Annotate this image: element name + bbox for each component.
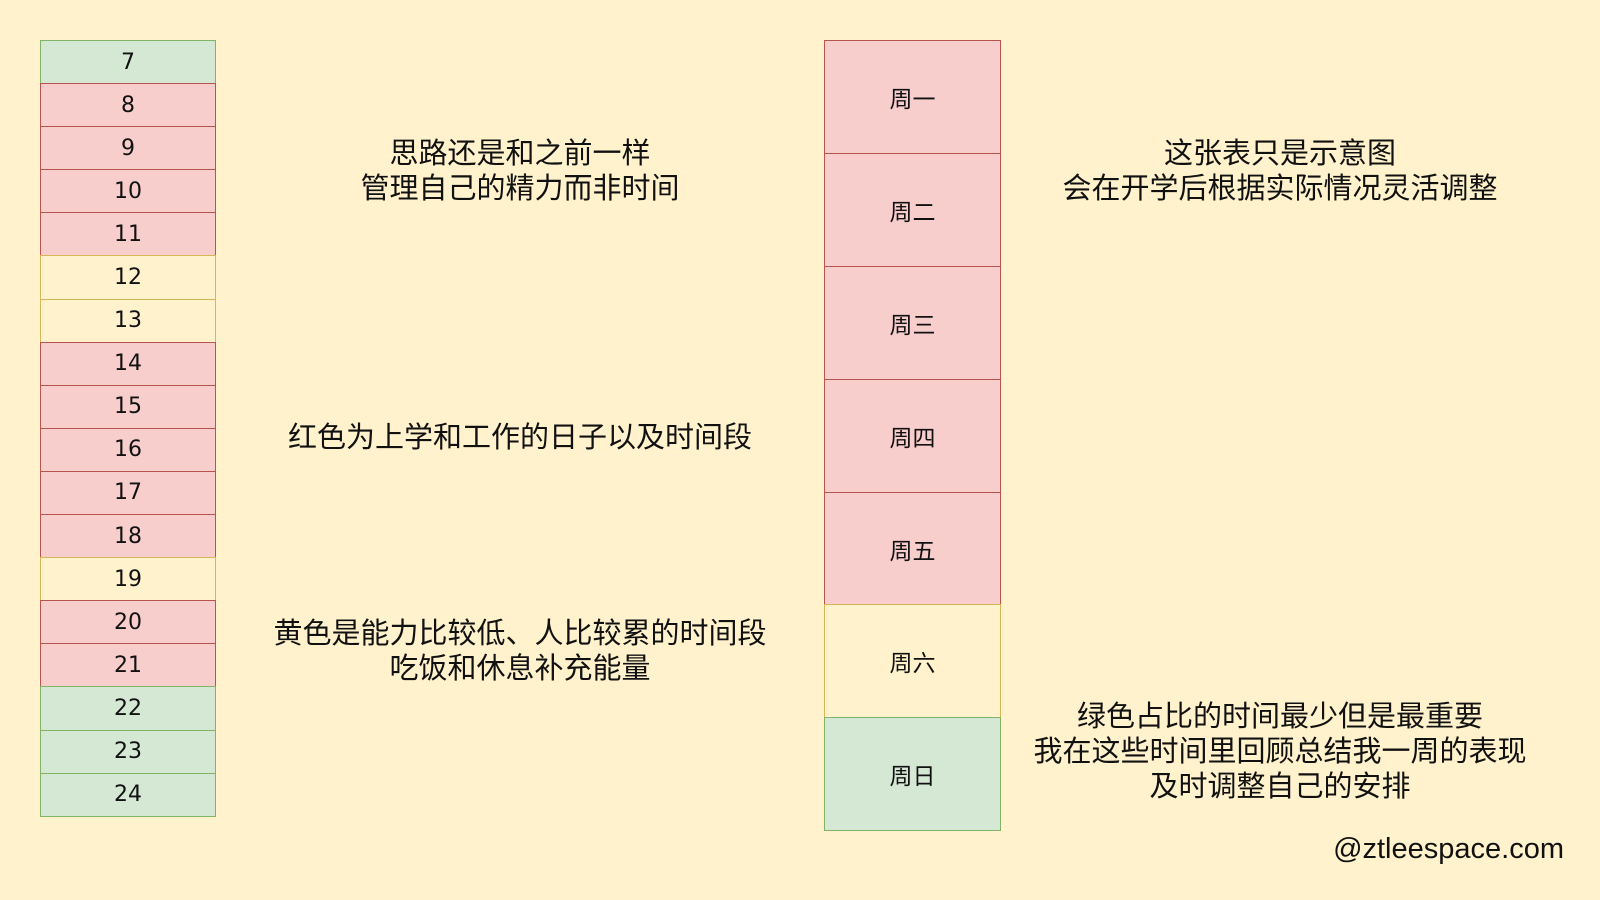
hour-cell-15: 15 [40,384,216,429]
day-cell-6: 周六 [824,604,1001,719]
note-line: 会在开学后根据实际情况灵活调整 [1062,171,1498,205]
note-line: 这张表只是示意图 [1163,136,1396,170]
hour-cell-17: 17 [40,470,216,516]
note-line: 吃饭和休息补充能量 [389,651,651,685]
hour-cell-19: 19 [40,557,216,602]
note-illustration: 这张表只是示意图 会在开学后根据实际情况灵活调整 [1020,136,1540,206]
note-approach: 思路还是和之前一样 管理自己的精力而非时间 [280,136,760,206]
note-green-legend: 绿色占比的时间最少但是最重要 我在这些时间里回顾总结我一周的表现 及时调整自己的… [1000,699,1560,804]
day-cell-7: 周日 [824,717,1001,832]
hour-cell-8: 8 [40,83,216,128]
hour-cell-18: 18 [40,514,216,559]
day-cell-4: 周四 [824,378,1001,493]
hour-cell-20: 20 [40,600,216,645]
day-cell-5: 周五 [824,491,1001,606]
note-line: 黄色是能力比较低、人比较累的时间段 [273,616,767,650]
note-line: 思路还是和之前一样 [389,136,651,170]
note-line: 管理自己的精力而非时间 [360,171,680,205]
hour-cell-7: 7 [40,40,216,85]
hour-cell-22: 22 [40,686,216,731]
note-line: 绿色占比的时间最少但是最重要 [1076,699,1483,733]
site-credit: @ztleespace.com [1333,833,1564,865]
hour-cell-21: 21 [40,643,216,688]
weekdays-column: 周一周二周三周四周五周六周日 [824,40,1001,832]
hour-cell-10: 10 [40,169,216,214]
hour-cell-12: 12 [40,255,216,300]
day-cell-2: 周二 [824,152,1001,267]
note-red-legend: 红色为上学和工作的日子以及时间段 [250,420,790,455]
hour-cell-11: 11 [40,212,216,257]
note-line: 我在这些时间里回顾总结我一周的表现 [1033,734,1527,768]
hour-cell-24: 24 [40,772,216,817]
day-cell-1: 周一 [824,40,1001,154]
hour-cell-13: 13 [40,298,216,343]
hour-cell-14: 14 [40,341,216,386]
note-line: 红色为上学和工作的日子以及时间段 [287,420,752,454]
hour-cell-16: 16 [40,427,216,472]
note-yellow-legend: 黄色是能力比较低、人比较累的时间段 吃饭和休息补充能量 [250,616,790,686]
hour-cell-9: 9 [40,126,216,171]
day-cell-3: 周三 [824,265,1001,380]
hour-cell-23: 23 [40,729,216,774]
note-line: 及时调整自己的安排 [1149,769,1411,803]
